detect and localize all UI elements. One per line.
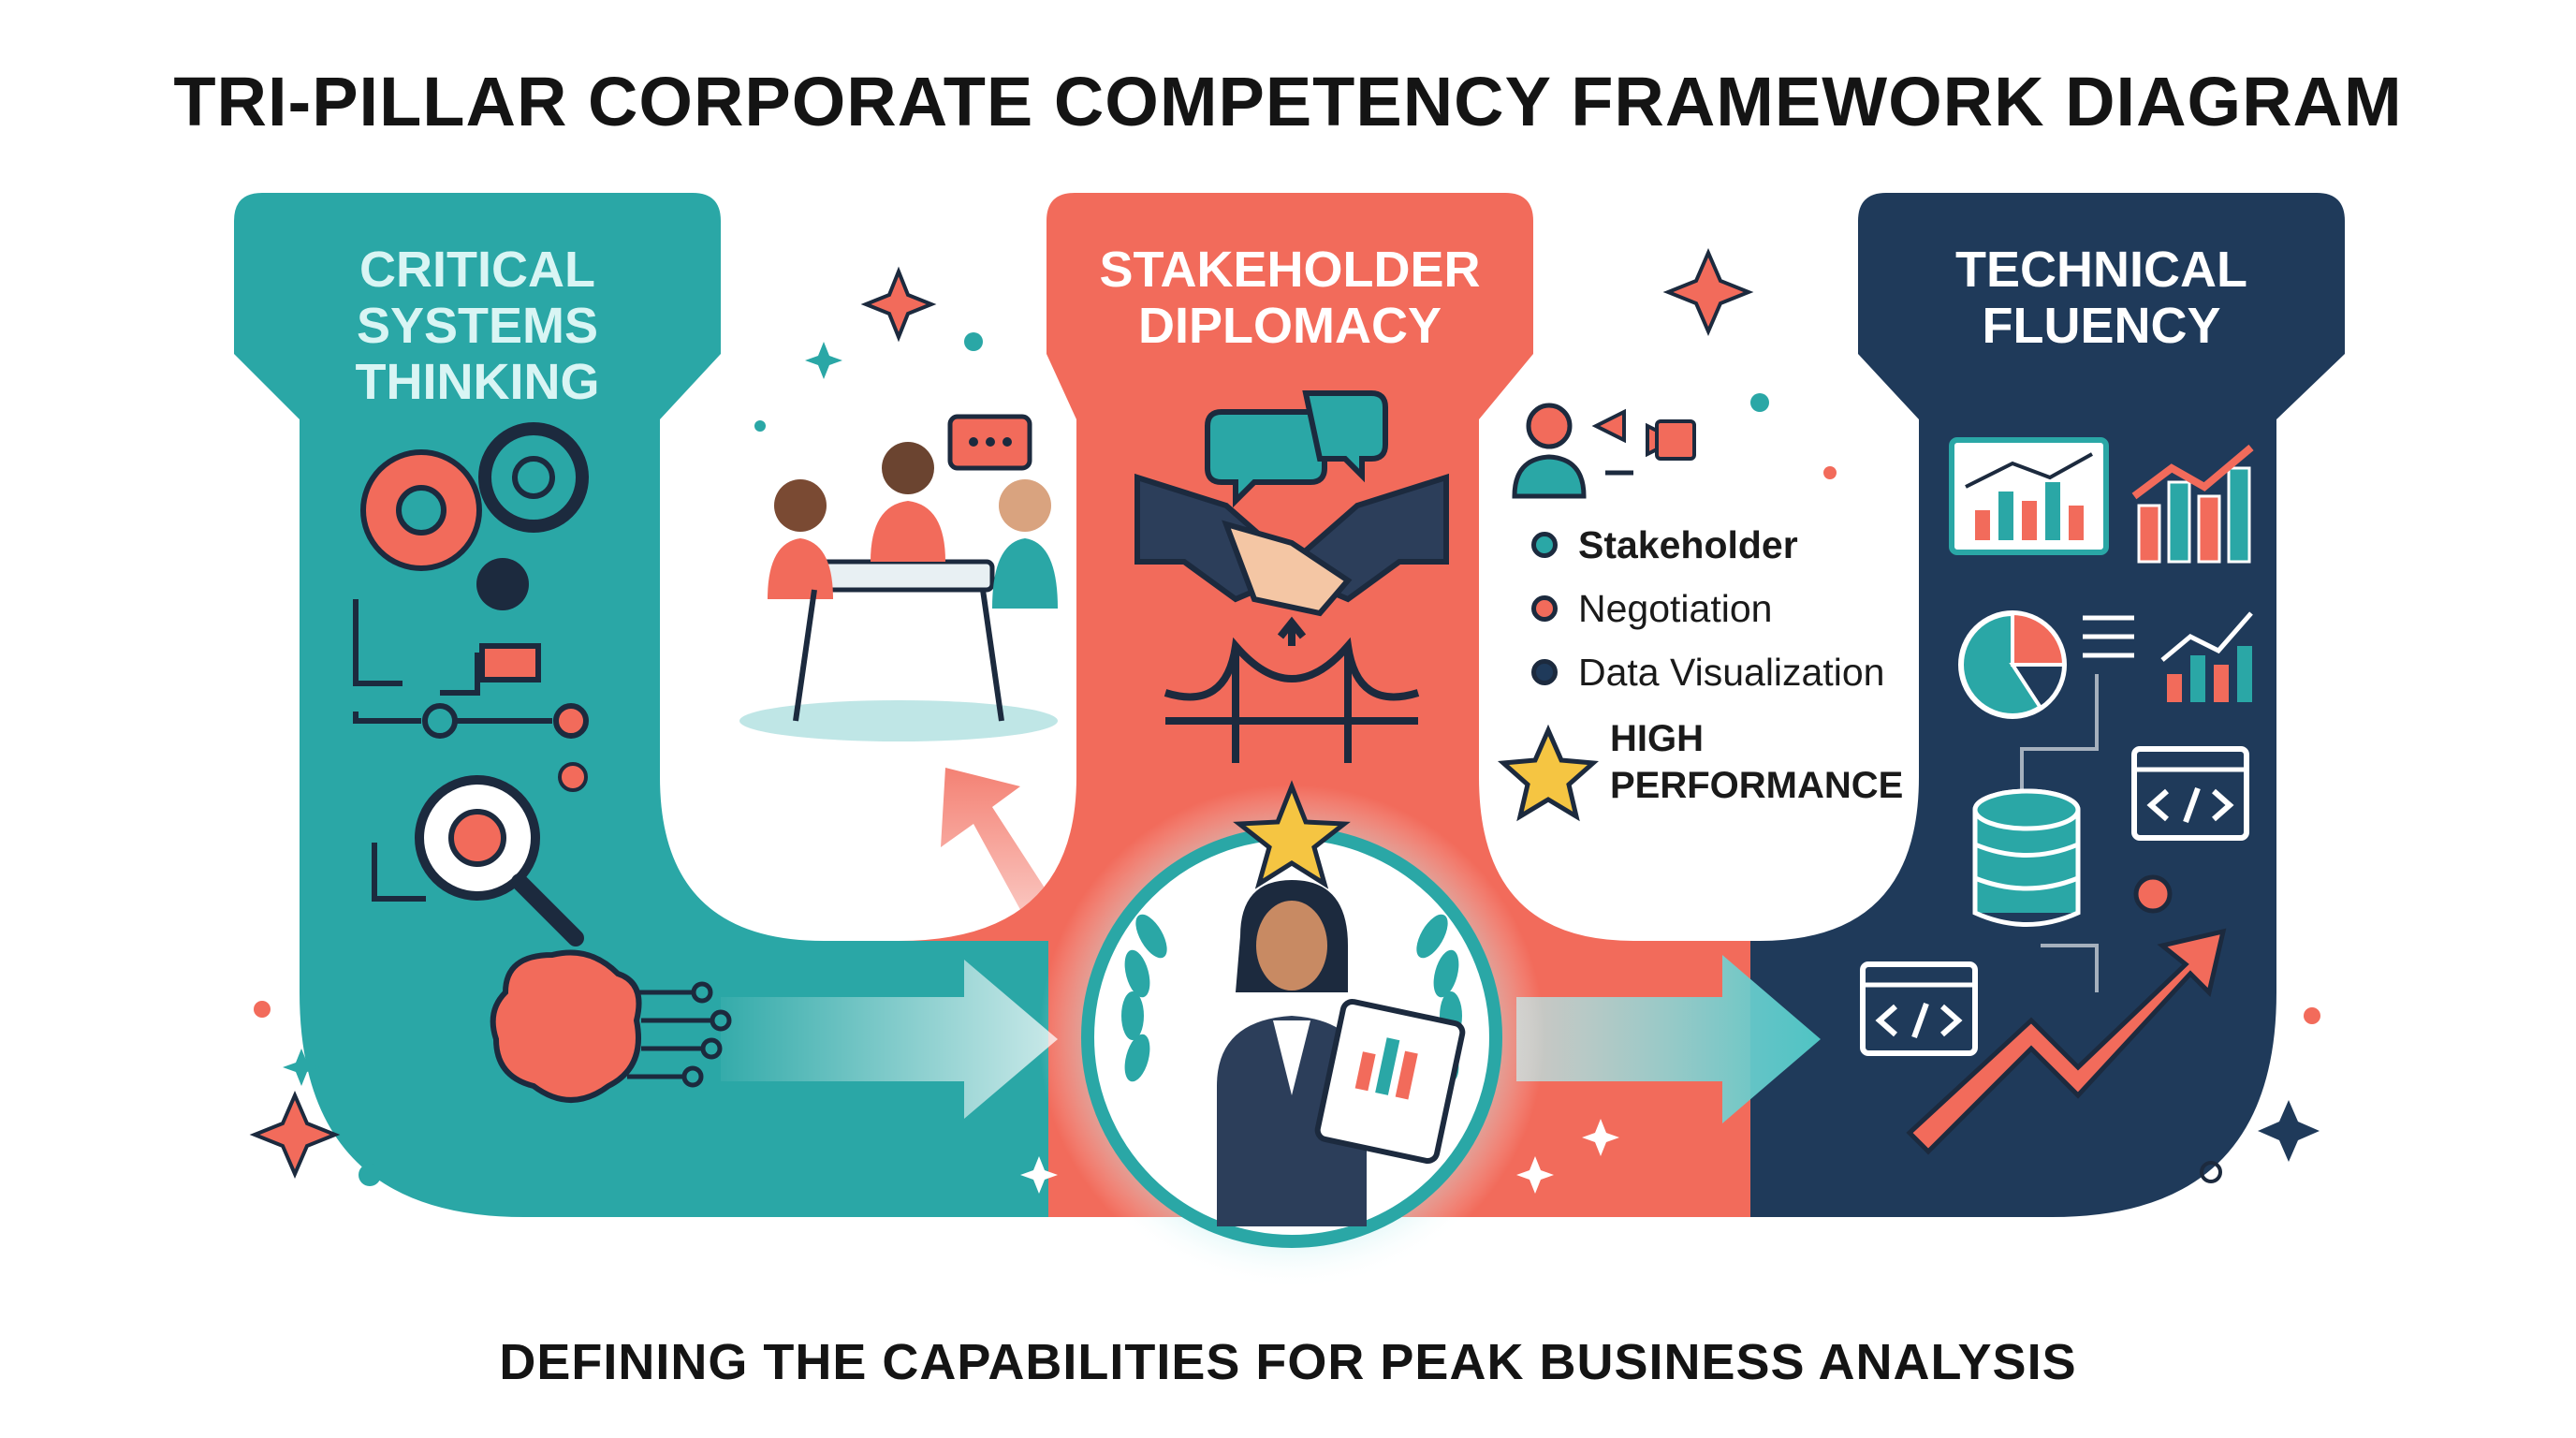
pillar-label-line2: THINKING bbox=[355, 354, 600, 410]
flow-arrow-right bbox=[1516, 955, 1821, 1123]
badge-line2: PERFORMANCE bbox=[1610, 765, 1904, 806]
pillar-label-line1: STAKEHOLDER bbox=[1099, 242, 1481, 298]
legend-label: Stakeholder bbox=[1578, 522, 1798, 566]
bridge-icon bbox=[1164, 616, 1420, 763]
handshake-icon bbox=[1134, 473, 1449, 617]
people-exchange-icon bbox=[1512, 403, 1696, 499]
pie-chart-icon bbox=[1958, 610, 2134, 719]
up-arrow-right bbox=[1535, 768, 1652, 927]
page-subtitle: DEFINING THE CAPABILITIES FOR PEAK BUSIN… bbox=[499, 1334, 2077, 1390]
legend-dot-coral bbox=[1531, 595, 1558, 622]
analyst-woman-icon bbox=[1217, 880, 1466, 1226]
trend-chart-icon bbox=[2131, 444, 2254, 564]
pillar-label-stakeholder-diplomacy: STAKEHOLDER DIPLOMACY bbox=[1046, 242, 1533, 354]
gear-icon bbox=[360, 422, 589, 610]
pillar-label-line2: FLUENCY bbox=[1982, 298, 2221, 354]
star-icon bbox=[1497, 724, 1600, 822]
legend-item: Stakeholder bbox=[1531, 513, 1925, 577]
magnifier-gear-icon bbox=[372, 762, 588, 946]
brain-circuit-icon bbox=[490, 949, 732, 1103]
legend-item: Data Visualization bbox=[1531, 640, 1925, 704]
connector-line bbox=[2020, 674, 2099, 796]
chat-bubbles-icon bbox=[1205, 390, 1388, 508]
flow-arrow-left bbox=[721, 960, 1058, 1119]
bar-chart-icon bbox=[1949, 437, 2109, 555]
pillar-label-line1: TECHNICAL bbox=[1955, 242, 2247, 298]
center-star-icon bbox=[1233, 780, 1351, 889]
meeting-team-icon bbox=[739, 414, 1058, 741]
legend-label: Negotiation bbox=[1578, 586, 1773, 630]
pillar-label-line1: CRITICAL SYSTEMS bbox=[356, 242, 599, 354]
pillar-teal-shape bbox=[234, 193, 1048, 1217]
database-icon bbox=[1972, 788, 2081, 927]
code-window-icon bbox=[2131, 746, 2249, 914]
legend: Stakeholder Negotiation Data Visualizati… bbox=[1531, 513, 1925, 704]
high-performance-text: HIGH PERFORMANCE bbox=[1610, 715, 1903, 809]
legend-dot-navy bbox=[1531, 659, 1558, 685]
page-title: TRI-PILLAR CORPORATE COMPETENCY FRAMEWOR… bbox=[173, 63, 2403, 140]
rising-arrow-icon bbox=[1906, 928, 2227, 1155]
pillar-label-critical-systems: CRITICAL SYSTEMS THINKING bbox=[234, 242, 721, 410]
badge-line1: HIGH bbox=[1610, 718, 1704, 759]
legend-dot-teal bbox=[1531, 532, 1558, 558]
legend-label: Data Visualization bbox=[1578, 650, 1885, 694]
pillar-label-technical-fluency: TECHNICAL FLUENCY bbox=[1858, 242, 2345, 354]
sparkle-decorations bbox=[249, 247, 2320, 1194]
legend-item: Negotiation bbox=[1531, 577, 1925, 640]
code-window-icon-lower bbox=[1860, 961, 1978, 1056]
pillar-label-line2: DIPLOMACY bbox=[1138, 298, 1442, 354]
small-trend-chart-icon bbox=[2160, 611, 2253, 702]
high-performance-badge: HIGH PERFORMANCE bbox=[1597, 715, 1903, 809]
up-arrow-left bbox=[941, 768, 1058, 927]
flowchart-icon bbox=[353, 599, 589, 739]
